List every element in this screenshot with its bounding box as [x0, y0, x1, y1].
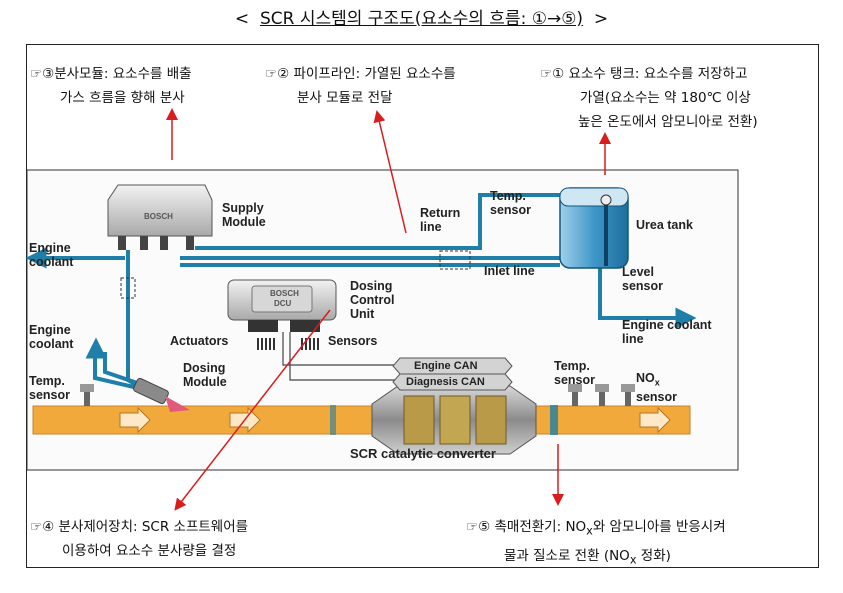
- engine-coolant-line-in-2: [103, 352, 141, 386]
- supply-module-brand: BOSCH: [144, 212, 173, 221]
- dosing-module-label: Dosing Module: [183, 361, 227, 389]
- exhaust-flow-arrow: [119, 406, 151, 434]
- callout-arrow-dosing-control: [174, 309, 331, 511]
- dcu-brand: BOSCH: [270, 289, 299, 298]
- pointing-hand-icon: ☞: [265, 66, 278, 82]
- coolant-return-to-engine: [598, 268, 690, 320]
- sensors-label: Sensors: [328, 334, 378, 348]
- caption-urea-tank: ☞① 요소수 탱크: 요소수를 저장하고 가열(요소수는 약 180℃ 이상 높…: [540, 66, 758, 130]
- temp-sensor-right-probe: [568, 384, 582, 406]
- level-sensor-label: Level sensor: [622, 265, 663, 293]
- caption-catalytic-converter: ☞⑤ 촉매전환기: NOx와 암모니아를 반응시켜 물과 질소로 전환 (NOx…: [466, 519, 726, 567]
- diagnesis-can-label: Diagnesis CAN: [406, 376, 485, 388]
- supply-module-graphic: [107, 184, 213, 250]
- converter-element: [439, 395, 471, 445]
- engine-coolant-line-label: Engine coolant line: [622, 318, 712, 346]
- title-text: SCR 시스템의 구조도(요소수의 흐름: ①→⑤): [259, 9, 584, 29]
- diagnesis-can-tag: [392, 373, 513, 391]
- caption-pipeline: ☞② 파이프라인: 가열된 요소수를 분사 모듈로 전달: [265, 66, 456, 106]
- dcu-model: DCU: [274, 299, 292, 308]
- pipe-coupling: [439, 250, 471, 270]
- signal-wire: [289, 332, 400, 381]
- signal-wire: [282, 332, 400, 366]
- pipe-coupling: [120, 277, 136, 299]
- return-line-label: Return line: [420, 206, 461, 234]
- caption-injection-module: ☞③분사모듈: 요소수를 배출 가스 흐름을 향해 분사: [30, 66, 192, 106]
- temp-sensor-top-label: Temp. sensor: [490, 189, 531, 217]
- dosing-control-unit-graphic: [227, 279, 337, 332]
- actuator-connector: [257, 338, 275, 350]
- caption-dosing-control: ☞④ 분사제어장치: SCR 소프트웨어를 이용하여 요소수 분사량을 결정: [30, 519, 249, 559]
- converter-element: [403, 395, 435, 445]
- return-line: [195, 193, 560, 250]
- urea-tank-graphic: [559, 187, 629, 269]
- actuators-label: Actuators: [170, 334, 229, 348]
- pointing-hand-icon: ☞: [30, 66, 43, 82]
- callout-arrow-pipeline: [373, 110, 407, 234]
- exhaust-flow-arrow: [639, 406, 671, 434]
- supply-module-label: Supply Module: [222, 201, 266, 229]
- nox-sensor-probe: [595, 384, 635, 406]
- pointing-hand-icon: ☞: [466, 519, 479, 535]
- engine-coolant-line-in: [93, 352, 139, 390]
- engine-can-label: Engine CAN: [414, 360, 478, 372]
- temp-sensor-right-label: Temp. sensor: [554, 359, 595, 387]
- nox-sensor-label: NOx sensor: [636, 371, 677, 404]
- converter-element: [475, 395, 507, 445]
- scr-converter-label: SCR catalytic converter: [350, 446, 496, 461]
- pointing-hand-icon: ☞: [540, 66, 553, 82]
- dosing-module-graphic: [133, 377, 190, 412]
- temp-sensor-left-probe: [80, 384, 94, 406]
- engine-coolant-label-2: Engine coolant: [29, 323, 74, 351]
- title-open-bracket: <: [234, 9, 250, 29]
- inlet-line-label: Inlet line: [484, 264, 535, 278]
- pipe-band: [550, 405, 558, 435]
- urea-tank-label: Urea tank: [636, 218, 693, 232]
- temp-sensor-left-label: Temp. sensor: [29, 374, 70, 402]
- pointing-hand-icon: ☞: [30, 519, 43, 535]
- pipe-band: [330, 405, 336, 435]
- page-title: < SCR 시스템의 구조도(요소수의 흐름: ①→⑤) >: [0, 4, 843, 29]
- title-close-bracket: >: [593, 9, 609, 29]
- dosing-control-unit-label: Dosing Control Unit: [350, 279, 395, 321]
- engine-coolant-label-1: Engine coolant: [29, 241, 74, 269]
